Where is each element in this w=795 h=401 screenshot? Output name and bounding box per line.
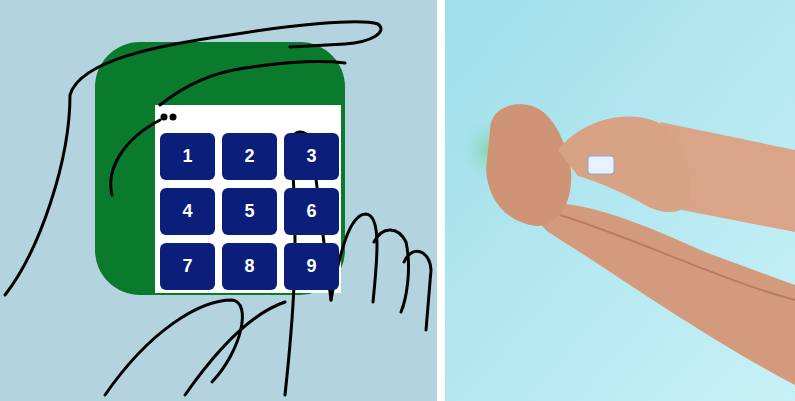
key-label: 2 — [244, 146, 254, 167]
key-label: 3 — [306, 146, 316, 167]
keypad-button: 2 — [222, 133, 277, 180]
hand-sketch — [5, 22, 431, 395]
key-label: 1 — [182, 146, 192, 167]
key-label: 6 — [306, 201, 316, 222]
device-screen — [155, 105, 341, 293]
photo-background — [445, 0, 795, 401]
keypad-button: 4 — [160, 188, 215, 235]
keypad-button: 9 — [284, 243, 339, 290]
key-label: 4 — [182, 201, 192, 222]
key-label: 7 — [182, 256, 192, 277]
key-label: 9 — [306, 256, 316, 277]
fist — [486, 104, 571, 226]
keypad-button: 5 — [222, 188, 277, 235]
reaching-hand — [558, 117, 690, 213]
keypad-button: 7 — [160, 243, 215, 290]
keypad-button: 3 — [284, 133, 339, 180]
key-label: 8 — [244, 256, 254, 277]
status-dot — [170, 114, 177, 121]
forearm — [522, 202, 795, 385]
status-dot — [161, 114, 168, 121]
sketch-background — [0, 0, 437, 401]
key-label: 5 — [244, 201, 254, 222]
keypad-button: 6 — [284, 188, 339, 235]
forearm-shade — [560, 215, 795, 300]
device-body — [95, 42, 345, 295]
wrist-device — [588, 156, 614, 174]
keypad-button: 8 — [222, 243, 277, 290]
keypad-button: 1 — [160, 133, 215, 180]
